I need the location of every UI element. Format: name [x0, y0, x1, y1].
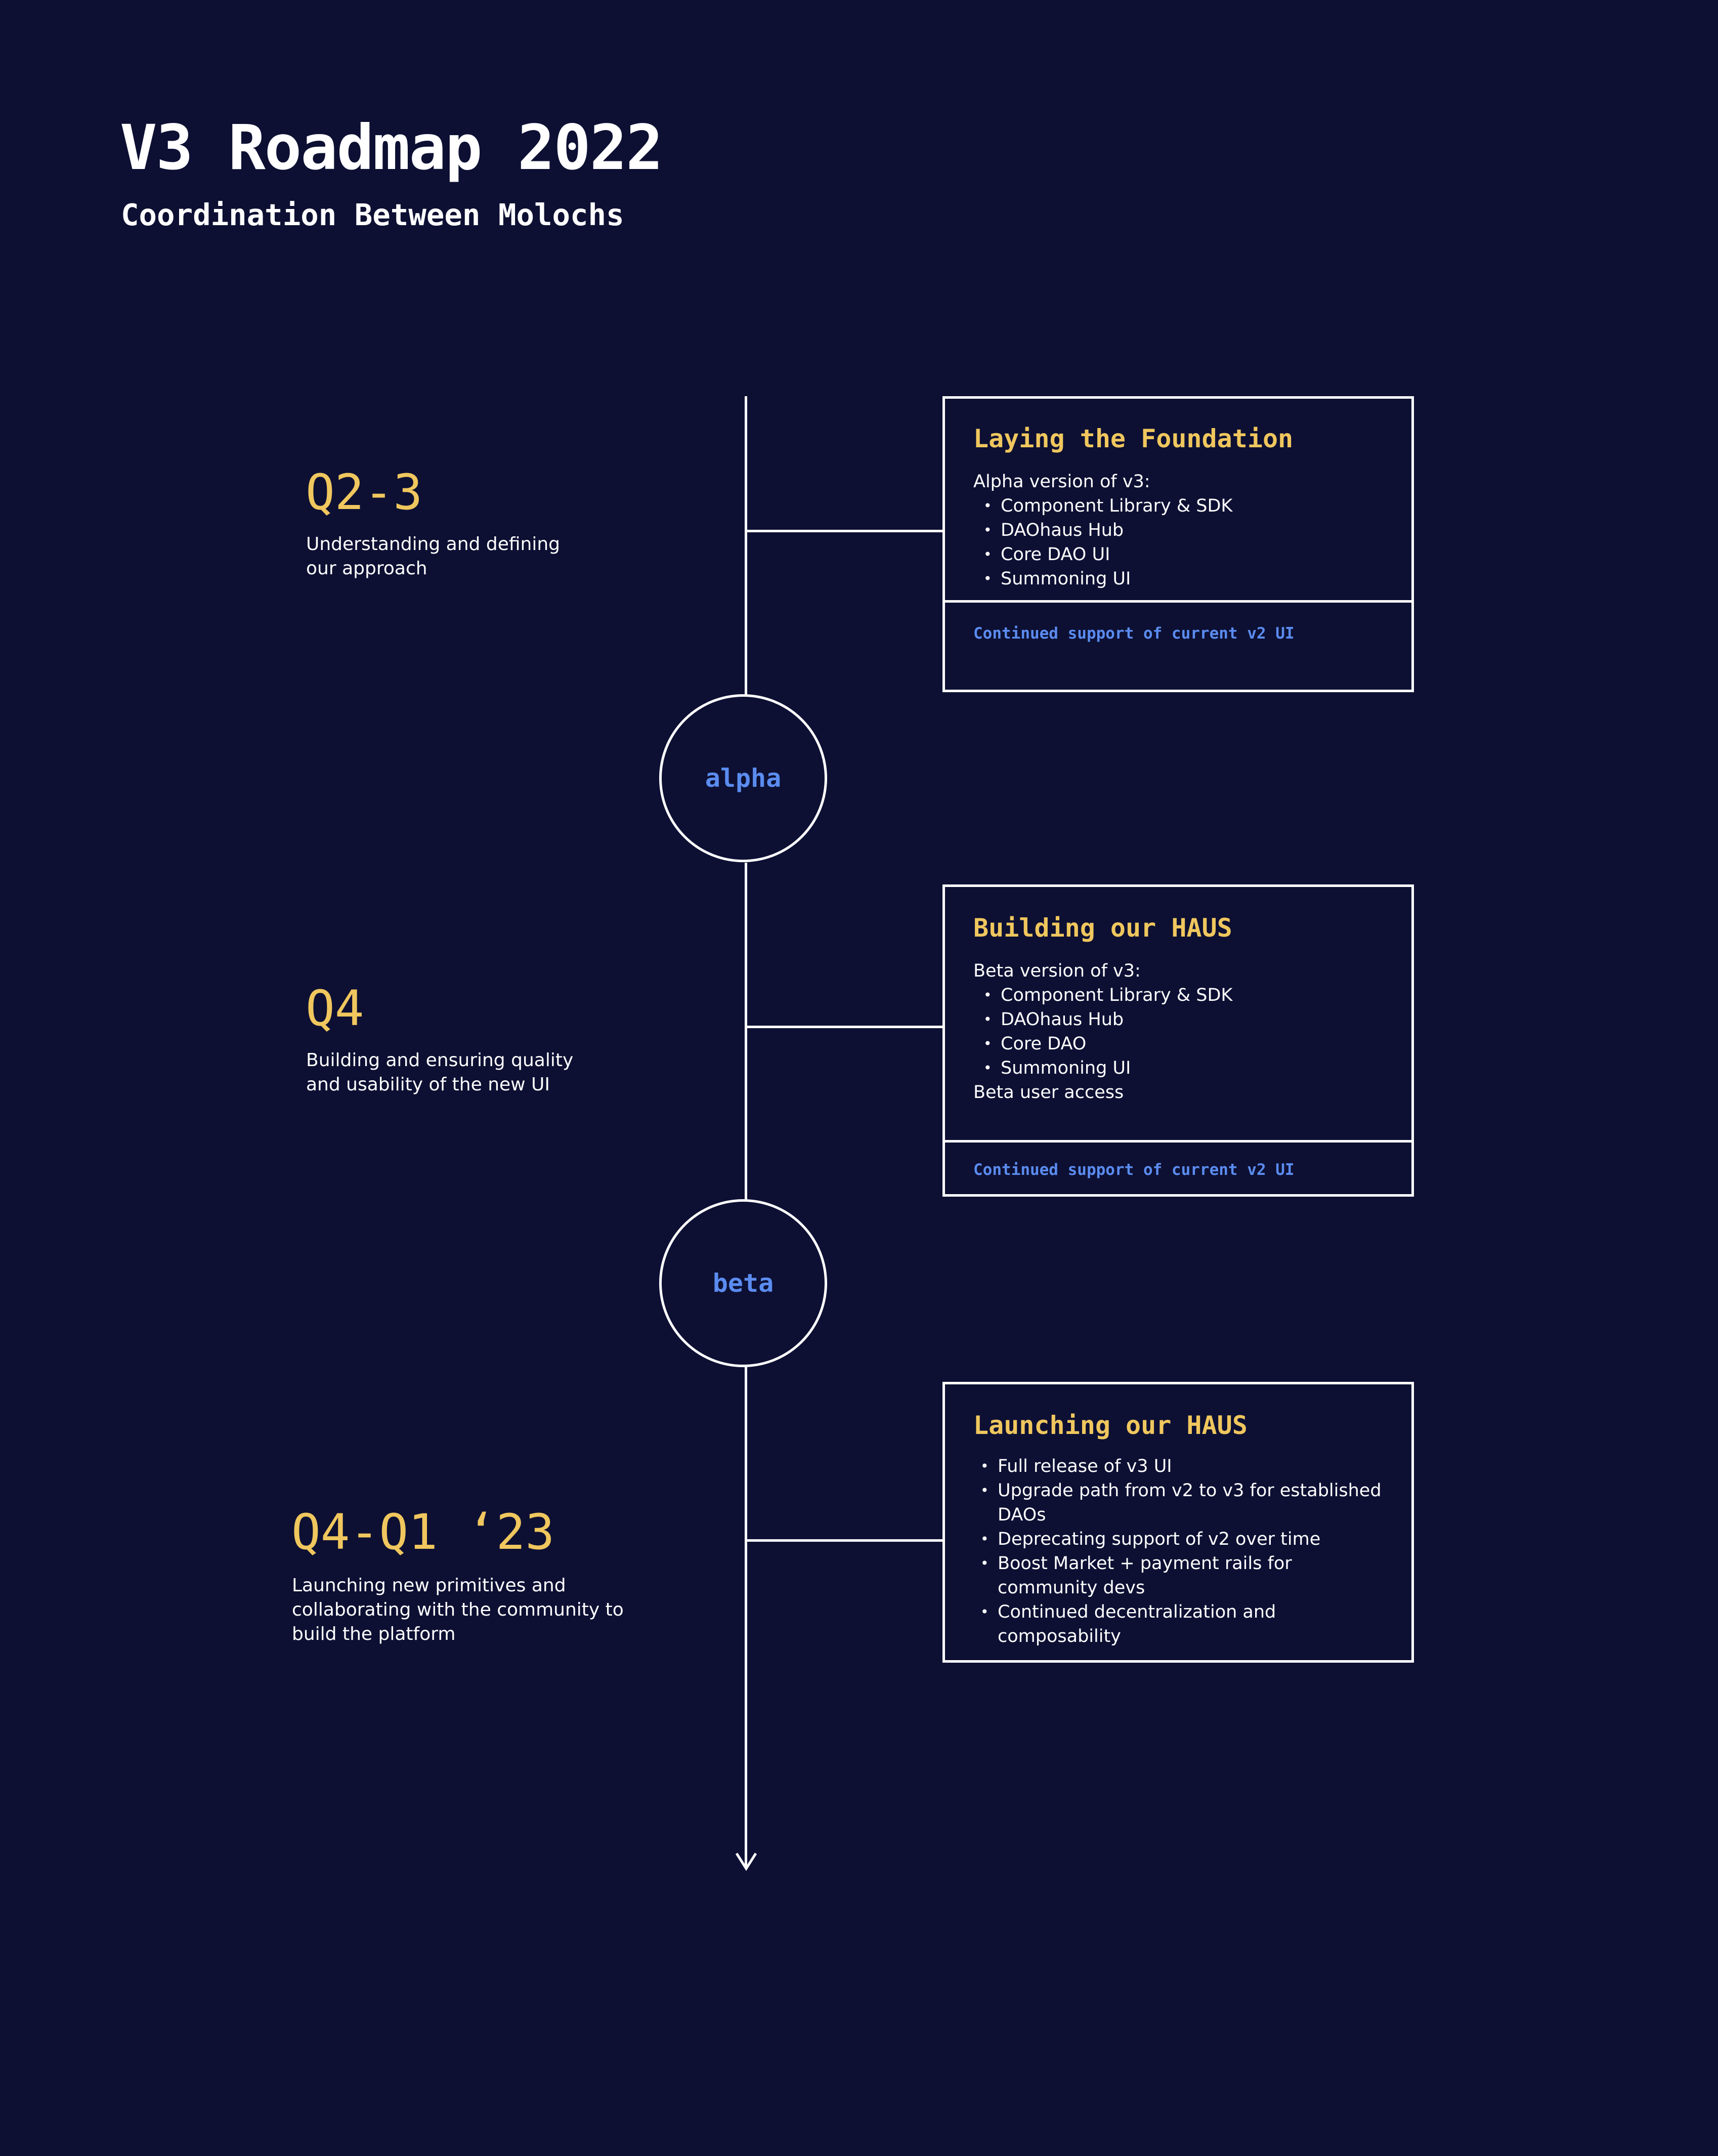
- card-title: Launching our HAUS: [973, 1411, 1248, 1440]
- period-description: Building and ensuring quality and usabil…: [306, 1050, 574, 1095]
- card-list: Component Library & SDK DAOhaus Hub Core…: [973, 494, 1383, 591]
- card-title: Building our HAUS: [973, 913, 1232, 943]
- card-list: Component Library & SDK DAOhaus Hub Core…: [973, 983, 1383, 1080]
- list-item: Component Library & SDK: [983, 983, 1383, 1007]
- connector-1: [746, 530, 943, 532]
- list-item: Component Library & SDK: [983, 494, 1383, 518]
- period-label: Q4: [306, 980, 364, 1037]
- period-label: Q4-Q1 ‘23: [291, 1504, 555, 1560]
- list-item: Continued decentralization and composabi…: [980, 1600, 1383, 1648]
- list-item: Boost Market + payment rails for communi…: [980, 1551, 1383, 1600]
- list-item: DAOhaus Hub: [983, 518, 1383, 542]
- page-subtitle: Coordination Between Molochs: [121, 197, 624, 232]
- period-label: Q2-3: [306, 464, 423, 521]
- list-item: Deprecating support of v2 over time: [980, 1527, 1383, 1551]
- list-item: Core DAO: [983, 1032, 1383, 1056]
- timeline-line-3: [745, 1367, 747, 1868]
- card-intro: Beta version of v3:: [973, 961, 1141, 981]
- phase-card-building: Building our HAUS Beta version of v3: Co…: [942, 884, 1414, 1197]
- milestone-alpha: alpha: [659, 694, 827, 862]
- card-footer: Continued support of current v2 UI: [945, 1140, 1411, 1197]
- connector-2: [746, 1026, 943, 1028]
- milestone-beta: beta: [659, 1199, 827, 1367]
- card-title: Laying the Foundation: [973, 424, 1294, 453]
- connector-3: [746, 1539, 943, 1542]
- card-footer: Continued support of current v2 UI: [945, 600, 1411, 664]
- list-item: Upgrade path from v2 to v3 for establish…: [980, 1478, 1383, 1527]
- arrow-down-icon: [735, 1852, 757, 1871]
- period-description: Understanding and defining our approach: [306, 534, 561, 579]
- card-intro: Alpha version of v3:: [973, 472, 1150, 492]
- list-item: Summoning UI: [983, 1056, 1383, 1080]
- phase-card-foundation: Laying the Foundation Alpha version of v…: [942, 396, 1414, 692]
- page-title: V3 Roadmap 2022: [120, 112, 663, 184]
- timeline-line-2: [745, 863, 747, 1199]
- card-list: Full release of v3 UI Upgrade path from …: [973, 1454, 1383, 1648]
- phase-card-launching: Launching our HAUS Full release of v3 UI…: [942, 1382, 1414, 1663]
- timeline-line-1: [745, 396, 747, 695]
- period-description: Launching new primitives and collaborati…: [292, 1575, 624, 1644]
- list-item: Full release of v3 UI: [980, 1454, 1383, 1478]
- card-outro: Beta user access: [973, 1082, 1124, 1103]
- list-item: Summoning UI: [983, 567, 1383, 591]
- list-item: Core DAO UI: [983, 542, 1383, 567]
- list-item: DAOhaus Hub: [983, 1007, 1383, 1032]
